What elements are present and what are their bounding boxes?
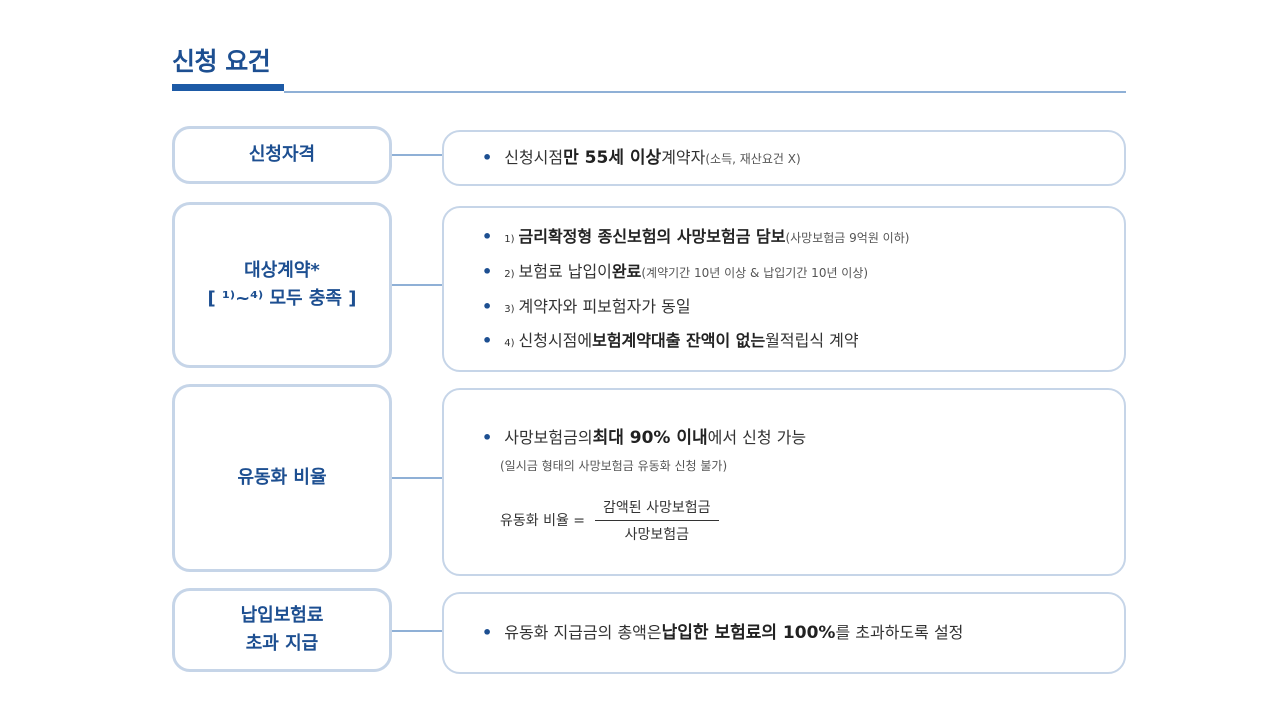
bullet-dot-icon: •: [482, 227, 493, 246]
label-box-eligibility: 신청자격: [172, 126, 392, 184]
bullet-dot-icon: •: [482, 623, 493, 642]
text-span: 계약자와 피보험자가 동일: [518, 297, 691, 316]
label-line: 초과 지급: [245, 633, 319, 654]
bullet-dot-icon: •: [482, 147, 493, 167]
text-span: 를 초과하도록 설정: [835, 623, 964, 642]
text-span-emphasis: 완료: [611, 262, 642, 281]
text-span: 보험료 납입이: [518, 262, 612, 281]
bullet-dot-icon: •: [482, 297, 493, 316]
text-span: 월적립식 계약: [765, 331, 859, 350]
connector-line: [392, 284, 442, 286]
label-line: 납입보험료: [240, 605, 324, 626]
title-underline: [284, 91, 1126, 93]
title-underline-accent: [172, 84, 284, 91]
content-box-eligibility: • 신청시점 만 55세 이상 계약자 (소득, 재산요건 X): [442, 130, 1126, 186]
bullet-dot-icon: •: [482, 427, 493, 447]
bullet-item: • 4) 신청시점에 보험계약대출 잔액이 없는 월적립식 계약: [482, 324, 1124, 358]
text-span: 계약자: [661, 147, 706, 167]
formula-denominator: 사망보험금: [624, 526, 689, 543]
label-box-premium-excess: 납입보험료 초과 지급: [172, 588, 392, 672]
formula-lhs: 유동화 비율 =: [500, 513, 586, 529]
ratio-formula: 유동화 비율 = 감액된 사망보험금 사망보험금: [500, 497, 1124, 544]
bullet-dot-icon: •: [482, 262, 493, 281]
label-box-target-contract: 대상계약* [ ¹⁾~⁴⁾ 모두 충족 ]: [172, 202, 392, 368]
bullet-item: • 유동화 지급금의 총액은 납입한 보험료의 100% 를 초과하도록 설정: [482, 616, 1124, 650]
connector-line: [392, 477, 442, 479]
bullet-item: • 3) 계약자와 피보험자가 동일: [482, 290, 1124, 324]
formula-fraction: 감액된 사망보험금 사망보험금: [595, 497, 719, 544]
text-span-emphasis: 납입한 보험료의 100%: [661, 623, 836, 643]
content-box-target-contract: • 1) 금리확정형 종신보험의 사망보험금 담보 (사망보험금 9억원 이하)…: [442, 206, 1126, 372]
formula-numerator: 감액된 사망보험금: [595, 497, 719, 521]
text-span: 사망보험금의: [504, 427, 593, 447]
content-box-liquidation-ratio: • 사망보험금의 최대 90% 이내 에서 신청 가능 (일시금 형태의 사망보…: [442, 388, 1126, 576]
bullet-item: • 2) 보험료 납입이 완료 (계약기간 10년 이상 & 납입기간 10년 …: [482, 255, 1124, 290]
bullet-item: • 1) 금리확정형 종신보험의 사망보험금 담보 (사망보험금 9억원 이하): [482, 220, 1124, 255]
content-box-premium-excess: • 유동화 지급금의 총액은 납입한 보험료의 100% 를 초과하도록 설정: [442, 592, 1126, 674]
text-span: 유동화 지급금의 총액은: [504, 623, 662, 642]
label-line: 유동화 비율: [237, 467, 327, 488]
text-span-emphasis: 최대 90% 이내: [592, 427, 708, 448]
bullet-item: • 사망보험금의 최대 90% 이내 에서 신청 가능: [482, 421, 1124, 455]
text-span-note: (계약기간 10년 이상 & 납입기간 10년 이상): [641, 266, 869, 280]
text-span-note: (소득, 재산요건 X): [705, 151, 801, 166]
page-title: 신청 요건: [172, 47, 271, 76]
connector-line: [392, 154, 442, 156]
bullet-dot-icon: •: [482, 331, 493, 350]
label-line: 신청자격: [248, 144, 316, 165]
text-span-emphasis: 보험계약대출 잔액이 없는: [592, 331, 766, 350]
text-span: 에서 신청 가능: [707, 427, 807, 447]
label-line: [ ¹⁾~⁴⁾ 모두 충족 ]: [207, 288, 357, 309]
connector-line: [392, 630, 442, 632]
note-text: (일시금 형태의 사망보험금 유동화 신청 불가): [500, 458, 728, 473]
text-span-emphasis: 만 55세 이상: [563, 147, 662, 168]
bullet-item: • 신청시점 만 55세 이상 계약자 (소득, 재산요건 X): [482, 141, 1124, 176]
label-line: 대상계약*: [244, 260, 320, 281]
label-box-liquidation-ratio: 유동화 비율: [172, 384, 392, 572]
text-span: 신청시점: [504, 147, 564, 167]
text-span-emphasis: 금리확정형 종신보험의 사망보험금 담보: [518, 227, 786, 246]
text-span: 신청시점에: [518, 331, 593, 350]
text-span-note: (사망보험금 9억원 이하): [785, 231, 910, 245]
